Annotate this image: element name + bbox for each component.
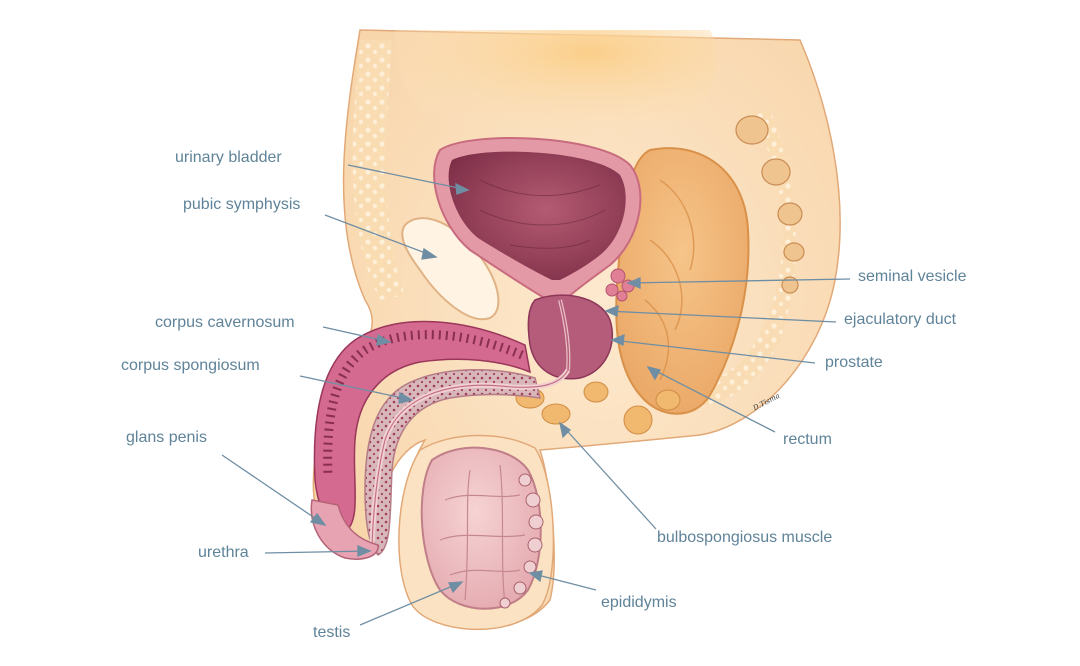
posterior-fat-band [705, 110, 797, 405]
leader-lines [221, 164, 851, 626]
glans-shape [310, 499, 379, 560]
abdominal-fat [395, 30, 717, 144]
label-rectum: rectum [783, 431, 832, 448]
label-urethra: urethra [198, 544, 249, 561]
corpus-spongiosum-shape [364, 369, 542, 556]
testis-shape [420, 446, 542, 610]
label-bulbospongiosus-muscle: bulbospongiosus muscle [657, 529, 833, 546]
anterior-fat-band [352, 40, 405, 300]
label-seminal-vesicle: seminal vesicle [858, 268, 967, 285]
label-epididymis: epididymis [601, 594, 677, 611]
label-ejaculatory-duct: ejaculatory duct [844, 311, 957, 328]
label-prostate: prostate [825, 354, 883, 371]
label-urinary-bladder: urinary bladder [175, 149, 282, 166]
epididymis-shape [499, 473, 544, 609]
sacrum [735, 115, 805, 294]
label-corpus-cavernosum: corpus cavernosum [155, 314, 295, 331]
seminal-vesicle-shape [605, 268, 635, 302]
label-corpus-spongiosum: corpus spongiosum [121, 357, 260, 374]
label-glans-penis: glans penis [126, 429, 207, 446]
prostate-shape [527, 294, 614, 380]
label-pubic-symphysis: pubic symphysis [183, 196, 301, 213]
bulbospongiosus-shape [515, 381, 681, 435]
label-testis: testis [313, 624, 351, 641]
bladder-lumen [448, 151, 626, 280]
